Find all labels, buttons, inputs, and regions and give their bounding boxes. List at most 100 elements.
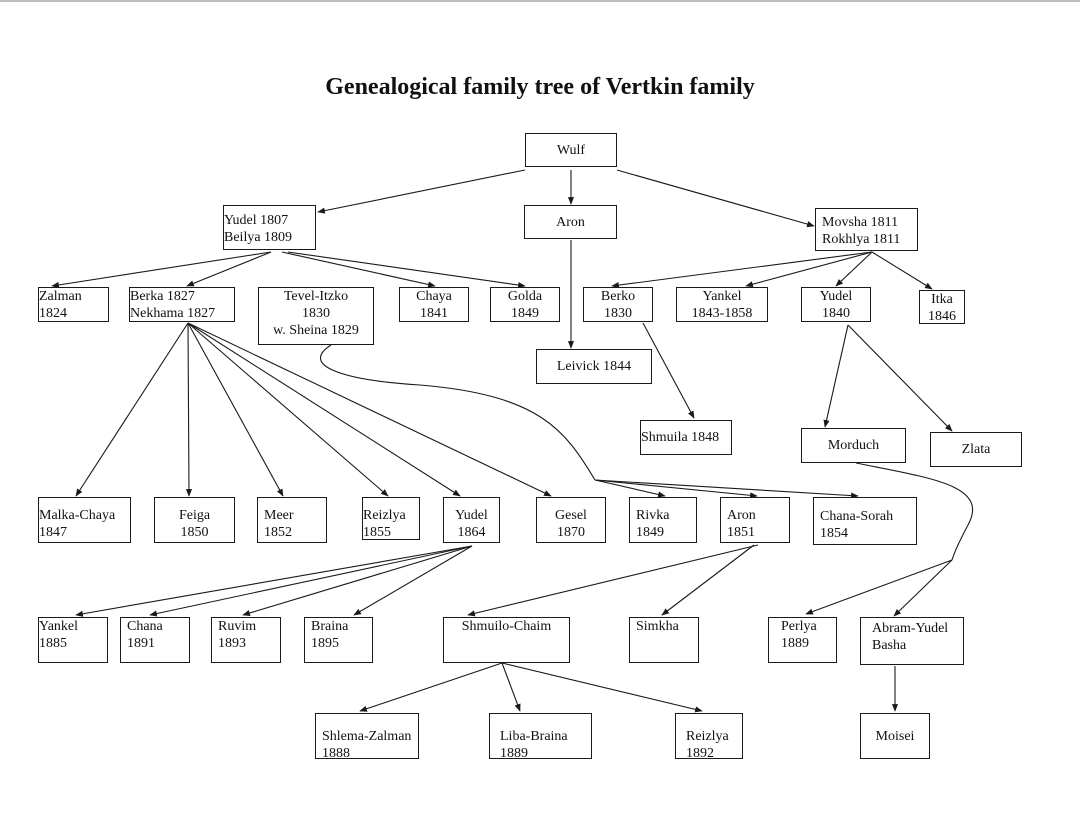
- person-line: Basha: [872, 638, 907, 653]
- person-line: Chana-Sorah: [820, 509, 894, 524]
- person-line: 1855: [363, 525, 391, 540]
- person-berko: Berko 1830: [583, 287, 653, 322]
- person-line: Abram-Yudel: [872, 621, 949, 636]
- person-line: Gesel: [555, 508, 587, 523]
- connector-tevel-curve: [319, 344, 596, 481]
- person-line: Braina: [311, 619, 349, 634]
- person-ruvim: Ruvim 1893: [211, 617, 281, 663]
- connector-wulf-to-movsha: [616, 169, 815, 228]
- person-line: Reizlya: [363, 508, 406, 523]
- person-line: Chaya: [416, 289, 452, 304]
- connector-berka-to-gesel: [187, 322, 552, 497]
- person-line: Feiga: [178, 508, 211, 523]
- person-line: Rokhlya 1811: [822, 232, 901, 247]
- person-line: Chana: [127, 619, 163, 634]
- couple-tevel-sheina: Tevel-Itzko 1830 w. Sheina 1829: [258, 287, 374, 345]
- connector-shmuilo-to-reizlya1892: [501, 662, 703, 713]
- connector-yudel1864-to-yankel1885: [75, 545, 473, 617]
- person-line: Yudel: [819, 289, 853, 304]
- person-name: Shmuilo-Chaim: [461, 619, 552, 634]
- page-title: Genealogical family tree of Vertkin fami…: [325, 74, 755, 100]
- person-line: Perlya: [781, 619, 817, 634]
- person-line: 1841: [420, 306, 448, 321]
- connector-yudel1807-to-tevel: [281, 251, 436, 288]
- person-reizlya-1892: Reizlya 1892: [675, 713, 743, 759]
- person-line: 1889: [781, 636, 809, 651]
- connector-shmuilo-to-liba: [501, 662, 521, 712]
- person-line: Beilya 1809: [224, 230, 293, 245]
- person-perlya: Perlya 1889: [768, 617, 837, 663]
- person-line: 1870: [557, 525, 585, 540]
- person-line: Shlema-Zalman: [322, 729, 412, 744]
- person-line: Aron: [727, 508, 756, 523]
- person-chaya: Chaya 1841: [399, 287, 469, 322]
- person-line: 1889: [500, 746, 528, 759]
- person-line: Itka: [931, 292, 953, 307]
- person-braina: Braina 1895: [304, 617, 373, 663]
- person-line: 1895: [311, 636, 339, 651]
- person-meer: Meer 1852: [257, 497, 327, 543]
- connector-yudel1840-to-zlata: [847, 324, 953, 432]
- person-line: 1824: [39, 306, 67, 321]
- person-line: Yankel: [702, 289, 742, 304]
- person-line: Yudel: [455, 508, 488, 523]
- person-line: Meer: [264, 508, 294, 523]
- person-shmuilo-chaim: Shmuilo-Chaim: [443, 617, 570, 663]
- connector-movsha-to-itka: [871, 251, 933, 290]
- connector-yudel1807-to-zalman: [51, 251, 272, 288]
- person-chana: Chana 1891: [120, 617, 190, 663]
- person-line: 1840: [822, 306, 850, 321]
- connector-shmuilo-to-shlema: [359, 662, 503, 712]
- person-line: Movsha 1811: [822, 215, 899, 230]
- person-line: 1893: [218, 636, 246, 651]
- person-line: 1864: [457, 525, 486, 540]
- person-gesel: Gesel 1870: [536, 497, 606, 543]
- person-name: Leivick 1844: [556, 359, 632, 374]
- connector-movsha-to-yankel: [745, 251, 873, 288]
- person-aron-1851: Aron 1851: [720, 497, 790, 543]
- person-line: 1850: [180, 525, 209, 540]
- person-line: Ruvim: [218, 619, 257, 634]
- person-line: 1849: [636, 525, 664, 540]
- connector-morduch-to-abram: [893, 559, 953, 617]
- person-line: Yankel: [39, 619, 79, 634]
- connector-aron1851-to-simkha: [661, 544, 755, 616]
- person-line: Berka 1827: [130, 289, 195, 304]
- person-line: Rivka: [636, 508, 670, 523]
- person-shlema-zalman: Shlema-Zalman 1888: [315, 713, 419, 759]
- person-line: 1846: [928, 309, 956, 324]
- connector-yudel1807-to-chaya: [287, 251, 526, 289]
- person-leivick: Leivick 1844: [536, 349, 652, 384]
- person-itka: Itka 1846: [919, 290, 965, 324]
- person-line: Golda: [507, 289, 543, 304]
- person-line: Zalman: [39, 289, 82, 304]
- person-line: 1888: [322, 746, 350, 759]
- person-line: w. Sheina 1829: [273, 323, 359, 338]
- connector-berka-to-reizlya: [187, 322, 389, 497]
- person-yankel-1843: Yankel 1843-1858: [676, 287, 768, 322]
- connector-movsha-to-berko: [611, 251, 873, 289]
- person-name: Moisei: [875, 728, 915, 744]
- couple-movsha-rokhlya: Movsha 1811 Rokhlya 1811: [815, 208, 918, 251]
- person-line: 1830: [604, 306, 632, 321]
- person-line: Nekhama 1827: [130, 306, 216, 321]
- person-line: 1843-1858: [691, 306, 753, 321]
- person-moisei: Moisei: [860, 713, 930, 759]
- person-name: Wulf: [556, 142, 586, 158]
- person-line: Yudel 1807: [224, 213, 289, 228]
- person-line: Reizlya: [686, 729, 729, 744]
- person-feiga: Feiga 1850: [154, 497, 235, 543]
- top-border-line: [0, 0, 1080, 2]
- person-line: 1847: [39, 525, 67, 540]
- person-wulf: Wulf: [525, 133, 617, 167]
- connector-yudel1840-to-morduch: [823, 324, 849, 428]
- person-liba-braina: Liba-Braina 1889: [489, 713, 592, 759]
- connector-morduch-curve: [855, 462, 974, 561]
- connector-yudel1807-to-berka: [186, 251, 272, 287]
- person-line: 1892: [686, 746, 714, 759]
- person-chana-sorah: Chana-Sorah 1854: [813, 497, 917, 545]
- person-shmuila: Shmuila 1848: [640, 420, 732, 455]
- person-aron: Aron: [524, 205, 617, 239]
- person-line: Malka-Chaya: [39, 508, 116, 523]
